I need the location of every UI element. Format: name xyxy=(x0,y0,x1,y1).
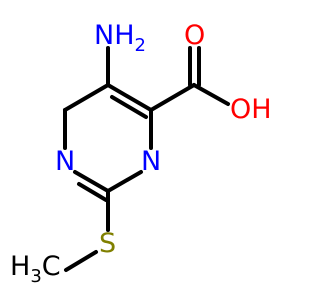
molecule-structure-diagram: NH2 O OH N N S H3C xyxy=(10,20,272,287)
methyl-c: C xyxy=(42,251,61,282)
methyl-subscript: 3 xyxy=(30,266,41,287)
bond-c5-c6 xyxy=(63,83,110,112)
sulfur-label: S xyxy=(99,228,116,259)
bond-c2-n3 xyxy=(106,170,143,193)
ring-nitrogen-right-label: N xyxy=(141,146,161,177)
hydroxyl-label: OH xyxy=(230,94,272,125)
bond-n1-c2-inner xyxy=(77,182,108,202)
carbonyl-oxygen-label: O xyxy=(184,20,205,51)
methyl-h: H xyxy=(10,251,30,282)
ring-nitrogen-left-label: N xyxy=(55,146,75,177)
bond-c5-c4-inner xyxy=(110,95,148,119)
bond-c4-cooh xyxy=(149,83,196,112)
bonds xyxy=(63,46,230,272)
methyl-group-label: H3C xyxy=(10,251,61,287)
bond-c5-c4 xyxy=(106,83,153,112)
amino-subscript: 2 xyxy=(135,35,146,56)
bond-n1-c2 xyxy=(73,170,110,193)
bond-s-ch3 xyxy=(64,250,98,272)
amino-group-label: NH2 xyxy=(94,20,146,56)
bond-c-oh xyxy=(192,83,230,106)
atom-labels: NH2 O OH N N S H3C xyxy=(10,20,272,287)
amino-main: NH xyxy=(94,20,135,51)
